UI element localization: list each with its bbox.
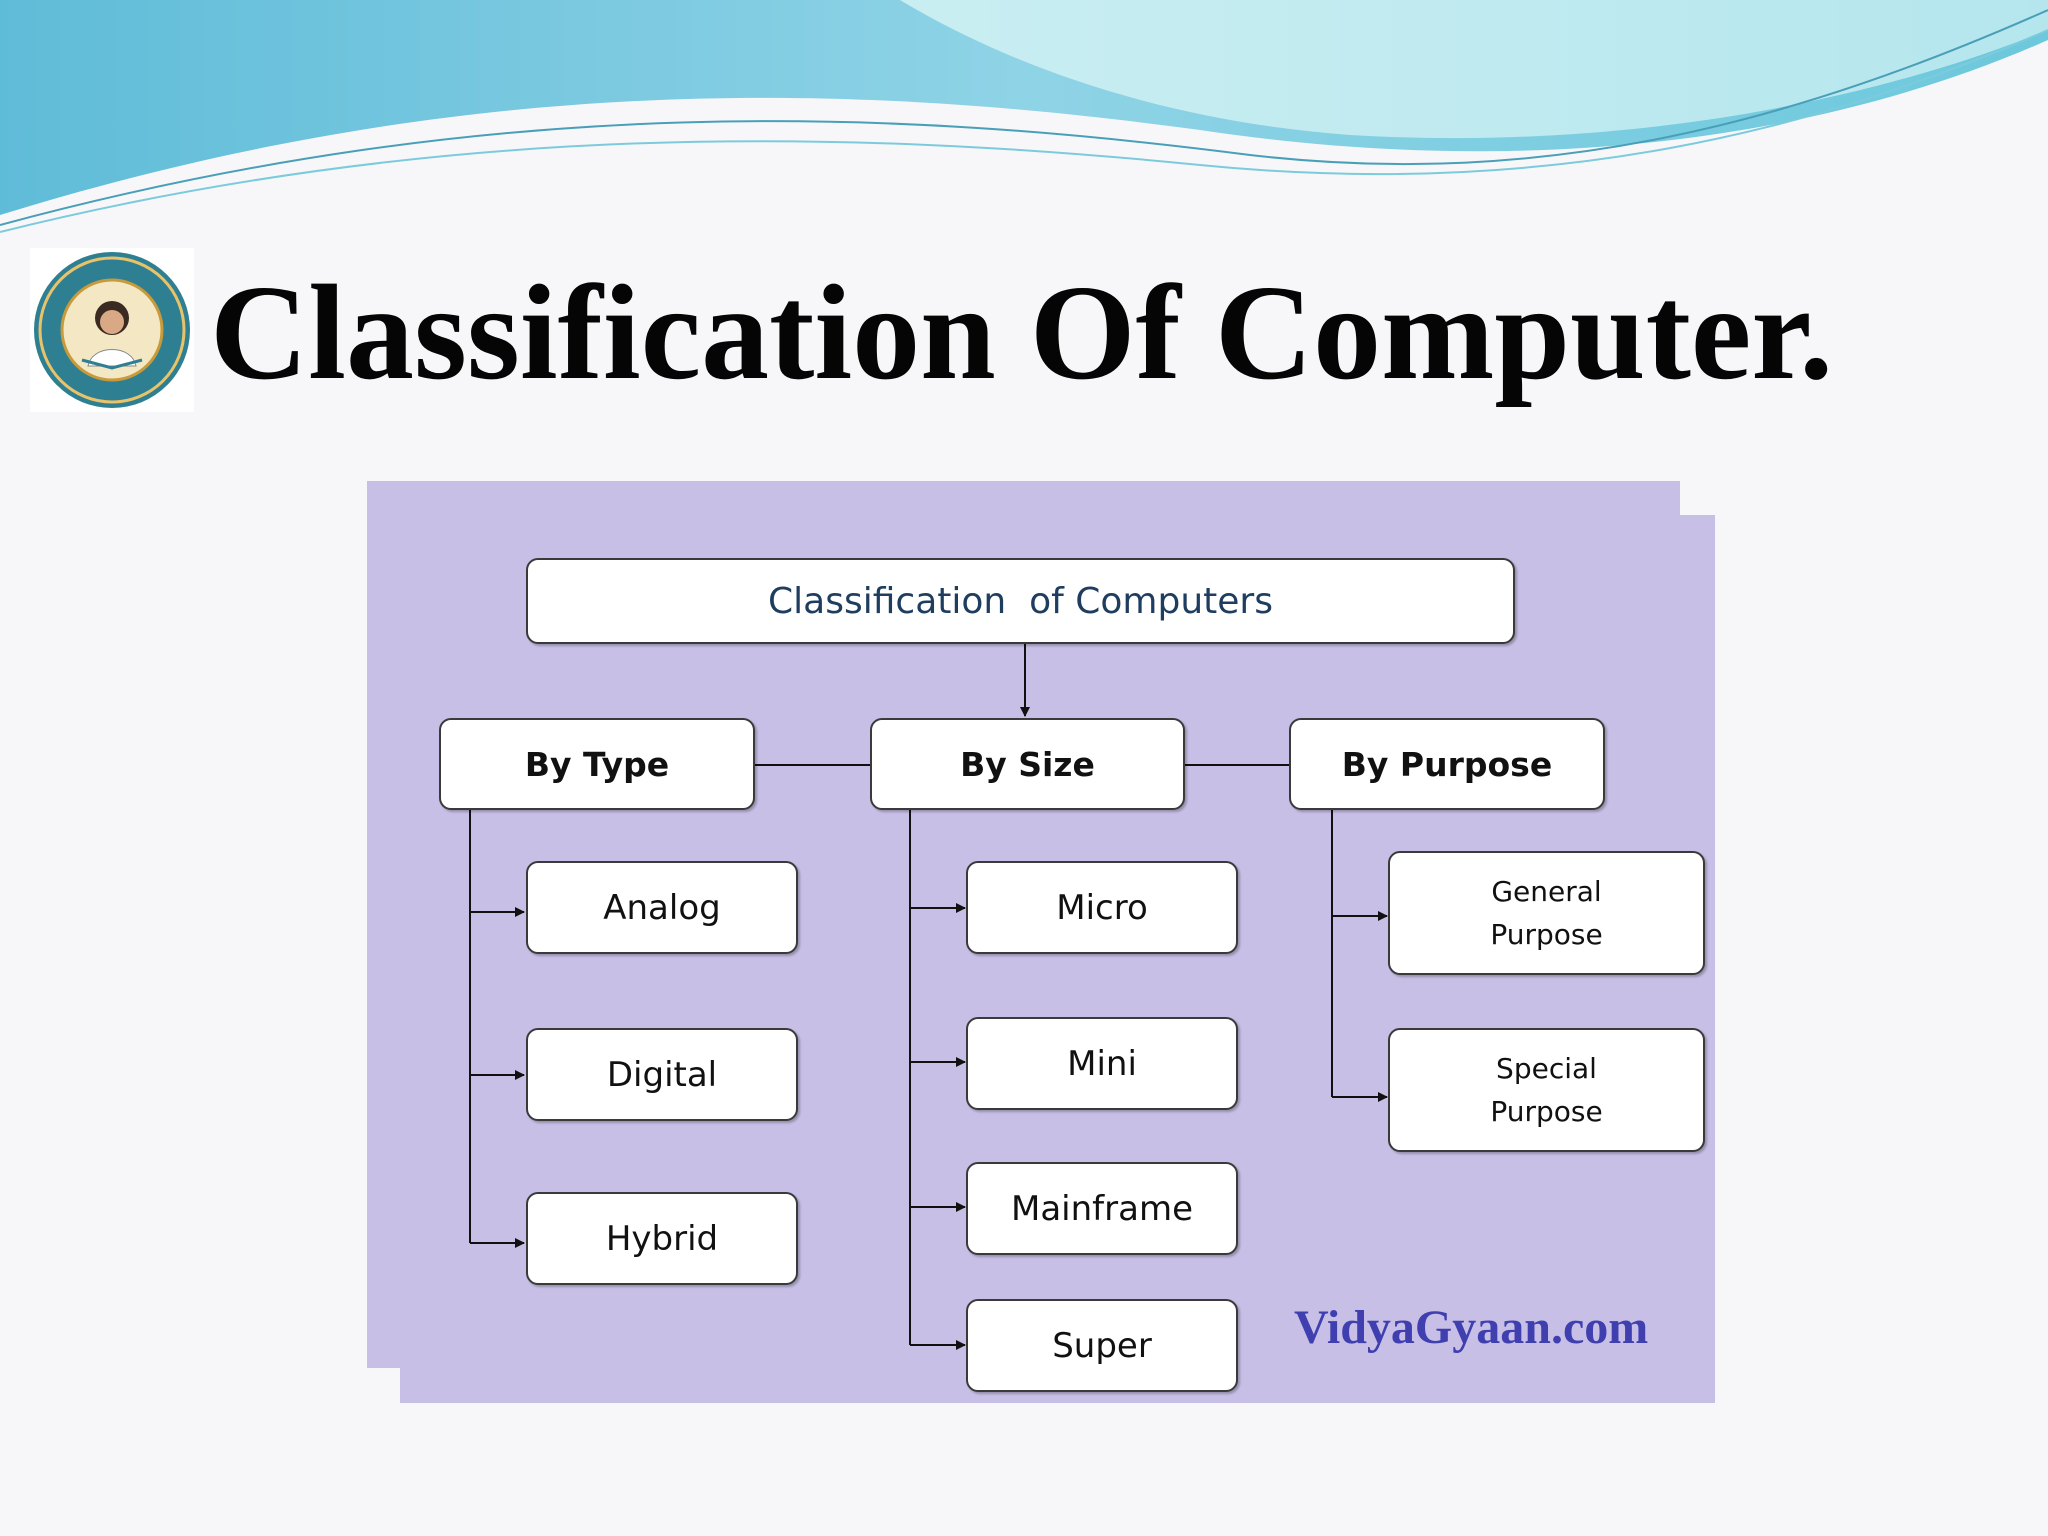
root-node: Classification of Computers — [526, 558, 1515, 644]
category-by-type: By Type — [439, 718, 755, 810]
size-item-mini: Mini — [966, 1017, 1238, 1110]
type-item-analog: Analog — [526, 861, 798, 954]
purpose-item-general: General Purpose — [1388, 851, 1705, 975]
size-item-label: Mini — [1067, 1043, 1137, 1084]
type-item-label: Hybrid — [605, 1218, 719, 1259]
size-item-micro: Micro — [966, 861, 1238, 954]
slide-title: Classification Of Computer. — [210, 258, 1834, 408]
size-item-label: Micro — [1056, 887, 1148, 928]
header-wave-decoration — [0, 0, 2048, 233]
category-by-size: By Size — [870, 718, 1185, 810]
purpose-item-line1: General — [1491, 875, 1602, 908]
type-item-hybrid: Hybrid — [526, 1192, 798, 1285]
category-by-purpose-label: By Purpose — [1341, 744, 1553, 784]
size-item-mainframe: Mainframe — [966, 1162, 1238, 1255]
purpose-item-line2: Purpose — [1490, 1095, 1603, 1128]
size-item-label: Super — [1052, 1325, 1152, 1366]
type-item-label: Digital — [606, 1054, 718, 1095]
root-node-label: Classification of Computers — [768, 580, 1273, 622]
purpose-item-line1: Special — [1496, 1052, 1597, 1085]
purpose-item-special: Special Purpose — [1388, 1028, 1705, 1152]
university-logo — [30, 248, 194, 412]
size-item-label: Mainframe — [1011, 1188, 1193, 1229]
type-item-digital: Digital — [526, 1028, 798, 1121]
type-item-label: Analog — [603, 887, 721, 928]
purpose-item-line2: Purpose — [1490, 918, 1603, 951]
category-by-type-label: By Type — [524, 744, 670, 784]
category-by-purpose: By Purpose — [1289, 718, 1605, 810]
size-item-super: Super — [966, 1299, 1238, 1392]
watermark-text: VidyaGyaan.com — [1294, 1301, 1649, 1354]
category-by-size-label: By Size — [960, 744, 1095, 784]
